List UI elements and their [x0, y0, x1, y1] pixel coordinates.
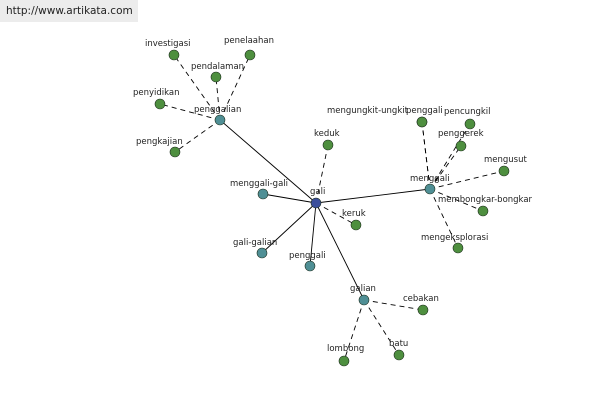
- edge-galian-batu: [363, 299, 400, 356]
- node-batu[interactable]: batu: [389, 339, 408, 361]
- node-membongkar-bongkar[interactable]: membongkar-bongkar: [438, 195, 533, 217]
- edge-penggalian-pengkajian: [174, 119, 221, 153]
- node-label-galian[interactable]: galian: [350, 284, 376, 294]
- node-pencungkil[interactable]: pencungkil: [444, 107, 491, 130]
- node-mengusut[interactable]: mengusut: [484, 155, 527, 177]
- edge-galian-cebakan: [363, 299, 424, 311]
- edge-menggali-penggali-2: [421, 121, 431, 190]
- edge-penggalian-penyidikan: [159, 103, 221, 121]
- node-marker-cebakan[interactable]: [417, 304, 429, 316]
- node-label-pendalaman[interactable]: pendalaman: [191, 62, 244, 72]
- node-label-penggalian[interactable]: penggalian: [194, 105, 241, 115]
- node-keruk[interactable]: keruk: [342, 209, 366, 231]
- node-marker-pengkajian[interactable]: [169, 146, 181, 158]
- node-marker-investigasi[interactable]: [168, 49, 180, 61]
- node-marker-keduk[interactable]: [322, 139, 334, 151]
- node-marker-menggali-gali[interactable]: [257, 188, 269, 200]
- edge-gali-keduk: [315, 144, 329, 204]
- edge-gali-keruk: [315, 202, 357, 226]
- node-pendalaman[interactable]: pendalaman: [191, 62, 244, 83]
- edge-menggali-membongkar-bongkar: [429, 188, 484, 212]
- node-marker-galian[interactable]: [358, 294, 370, 306]
- node-menggali[interactable]: menggali: [410, 174, 450, 195]
- node-marker-membongkar-bongkar[interactable]: [477, 205, 489, 217]
- node-label-keduk[interactable]: keduk: [314, 129, 340, 139]
- node-label-investigasi[interactable]: investigasi: [145, 39, 191, 49]
- node-label-mengusut[interactable]: mengusut: [484, 155, 527, 165]
- node-penggalian[interactable]: penggalian: [194, 105, 241, 126]
- edge-gali-menggali: [315, 188, 431, 204]
- node-label-gali-galian[interactable]: gali-galian: [233, 238, 277, 248]
- edge-penggalian-investigasi: [173, 54, 221, 121]
- node-marker-penggerek[interactable]: [455, 140, 467, 152]
- node-pengkajian[interactable]: pengkajian: [136, 137, 183, 158]
- node-label-keruk[interactable]: keruk: [342, 209, 366, 219]
- node-label-menggali-gali[interactable]: menggali-gali: [230, 179, 288, 189]
- node-penggali-2[interactable]: penggali: [406, 106, 443, 128]
- node-marker-penelaahan[interactable]: [244, 49, 256, 61]
- node-marker-gali-galian[interactable]: [256, 247, 268, 259]
- node-marker-penggalian[interactable]: [214, 114, 226, 126]
- edge-penggalian-pendalaman: [215, 76, 221, 121]
- edge-menggali-mengeksplorasi: [429, 188, 459, 249]
- edge-gali-penggalian: [219, 119, 317, 204]
- node-marker-pendalaman[interactable]: [210, 71, 222, 83]
- node-investigasi[interactable]: investigasi: [145, 39, 191, 61]
- node-marker-batu[interactable]: [393, 349, 405, 361]
- node-label-penyidikan[interactable]: penyidikan: [133, 88, 180, 98]
- node-lombong[interactable]: lombong: [327, 344, 364, 367]
- edge-galian-lombong: [343, 299, 365, 362]
- node-label-penggerek[interactable]: penggerek: [438, 129, 484, 139]
- node-penelaahan[interactable]: penelaahan: [224, 36, 274, 61]
- node-penyidikan[interactable]: penyidikan: [133, 88, 180, 110]
- node-cebakan[interactable]: cebakan: [403, 294, 439, 316]
- node-penggali[interactable]: penggali: [289, 251, 326, 272]
- node-marker-penggali[interactable]: [304, 260, 316, 272]
- edges-layer: [159, 54, 505, 362]
- node-label-pengkajian[interactable]: pengkajian: [136, 137, 183, 147]
- node-label-gali[interactable]: gali: [310, 187, 325, 197]
- site-url[interactable]: http://www.artikata.com: [6, 5, 133, 17]
- node-gali-galian[interactable]: gali-galian: [233, 238, 277, 259]
- node-marker-keruk[interactable]: [350, 219, 362, 231]
- node-galian[interactable]: galian: [350, 284, 376, 306]
- node-marker-gali[interactable]: [310, 197, 322, 209]
- node-label-pencungkil[interactable]: pencungkil: [444, 107, 491, 117]
- edge-penggalian-penelaahan: [219, 54, 251, 121]
- node-mengeksplorasi[interactable]: mengeksplorasi: [421, 233, 488, 254]
- edge-gali-galian: [315, 202, 365, 301]
- node-marker-pencungkil[interactable]: [464, 118, 476, 130]
- node-label-batu[interactable]: batu: [389, 339, 408, 349]
- node-penggerek[interactable]: penggerek: [438, 129, 484, 152]
- edge-gali-menggali-gali: [262, 193, 317, 204]
- node-label-lombong[interactable]: lombong: [327, 344, 364, 354]
- node-menggali-gali[interactable]: menggali-gali: [230, 179, 288, 200]
- edge-gali-gali-galian: [261, 202, 317, 254]
- node-marker-penggali-2[interactable]: [416, 116, 428, 128]
- node-label-penggali-2[interactable]: penggali: [406, 106, 443, 116]
- node-marker-mengeksplorasi[interactable]: [452, 242, 464, 254]
- node-label-mengungkit-ungkit[interactable]: mengungkit-ungkit: [327, 106, 409, 116]
- nodes-layer: gali penggalian menggali galian menggali-gal…: [133, 36, 533, 367]
- edge-menggali-pencungkil: [429, 123, 471, 190]
- node-label-membongkar-bongkar[interactable]: membongkar-bongkar: [438, 195, 533, 205]
- node-marker-mengusut[interactable]: [498, 165, 510, 177]
- node-marker-penyidikan[interactable]: [154, 98, 166, 110]
- node-gali[interactable]: gali: [310, 187, 325, 209]
- node-marker-menggali[interactable]: [424, 183, 436, 195]
- edge-menggali-mengusut: [429, 170, 505, 190]
- node-keduk[interactable]: keduk: [314, 129, 340, 151]
- node-label-penggali[interactable]: penggali: [289, 251, 326, 261]
- node-marker-lombong[interactable]: [338, 355, 350, 367]
- node-label-mengeksplorasi[interactable]: mengeksplorasi: [421, 233, 488, 243]
- edge-gali-penggali: [309, 202, 317, 267]
- node-label-cebakan[interactable]: cebakan: [403, 294, 439, 304]
- url-banner: http://www.artikata.com: [0, 0, 138, 22]
- node-label-menggali[interactable]: menggali: [410, 174, 450, 184]
- node-label-penelaahan[interactable]: penelaahan: [224, 36, 274, 46]
